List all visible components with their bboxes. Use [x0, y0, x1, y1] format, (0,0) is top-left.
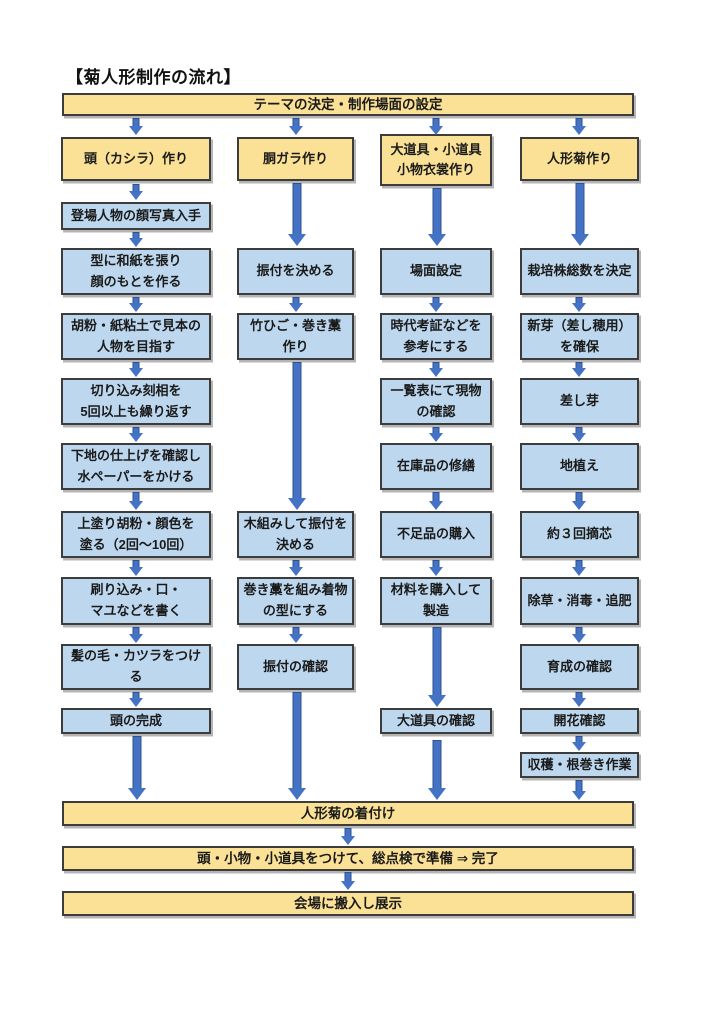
flow-step: 上塗り胡粉・顔色を 塗る（2回～10回）: [61, 511, 211, 558]
arrow-down-icon: [287, 183, 306, 246]
arrow-down-icon: [127, 736, 146, 800]
flow-step: 場面設定: [380, 248, 492, 295]
arrow-down-icon: [428, 560, 443, 576]
flow-step: 刷り込み・口・ マユなどを書く: [61, 577, 211, 625]
flow-step: 差し芽: [520, 378, 639, 425]
arrow-down-icon: [428, 427, 443, 442]
arrow-down-icon: [571, 736, 586, 751]
flow-step: 一覧表にて現物 の確認: [380, 378, 492, 425]
arrow-down-icon: [340, 828, 355, 845]
column-header-head-making: 頭（カシラ）作り: [61, 137, 211, 181]
arrow-down-icon: [128, 492, 143, 510]
arrow-down-icon: [571, 492, 586, 510]
arrow-down-icon: [570, 183, 589, 246]
arrow-down-icon: [128, 184, 143, 200]
flow-step: 開花確認: [520, 708, 639, 734]
flow-step: 振付の確認: [237, 644, 354, 690]
arrow-down-icon: [128, 627, 143, 643]
arrow-down-icon: [128, 297, 143, 312]
arrow-down-icon: [288, 560, 303, 576]
flow-step: 巻き藁を組み着物 の型にする: [237, 577, 354, 625]
arrow-down-icon: [288, 627, 303, 643]
flow-step: 登場人物の顔写真入手: [61, 202, 211, 230]
arrow-down-icon: [571, 427, 586, 442]
arrow-down-icon: [428, 297, 443, 312]
flow-step: 切り込み刻相を 5回以上も繰り返す: [61, 378, 211, 425]
flow-step: 新芽（差し穂用） を確保: [520, 313, 639, 360]
flow-step: 時代考証などを 参考にする: [380, 313, 492, 360]
arrow-down-icon: [287, 692, 306, 800]
arrow-down-icon: [571, 560, 586, 576]
page-title: 【菊人形制作の流れ】: [66, 68, 241, 87]
banner-doll-dressing: 人形菊の着付け: [62, 801, 634, 826]
arrow-down-icon: [571, 118, 586, 135]
flow-step: 地植え: [520, 443, 639, 490]
flow-step: 胡粉・紙粘土で見本の 人物を目指す: [61, 313, 211, 360]
flow-step: 頭の完成: [61, 708, 211, 734]
arrow-down-icon: [571, 692, 586, 707]
arrow-down-icon: [571, 780, 586, 800]
arrow-down-icon: [571, 297, 586, 312]
column-header-props-costume: 大道具・小道具 小物衣裳作り: [380, 134, 492, 186]
arrow-down-icon: [571, 362, 586, 377]
arrow-down-icon: [428, 492, 443, 510]
flow-step: 栽培株総数を決定: [520, 248, 639, 295]
arrow-down-icon: [427, 740, 446, 800]
flow-step: 約３回摘芯: [520, 511, 639, 558]
arrow-down-icon: [427, 188, 446, 246]
flow-step: 育成の確認: [520, 644, 639, 690]
column-header-doll-mum: 人形菊作り: [520, 137, 639, 181]
arrow-down-icon: [288, 118, 303, 135]
flow-step: 竹ひご・巻き藁 作り: [237, 313, 354, 360]
flow-step: 振付を決める: [237, 248, 354, 295]
arrow-down-icon: [428, 118, 443, 135]
arrow-down-icon: [128, 232, 143, 247]
top-banner: テーマの決定・制作場面の設定: [62, 93, 634, 116]
flow-step: 不足品の購入: [380, 511, 492, 558]
flow-step: 在庫品の修繕: [380, 443, 492, 490]
flow-step: 木組みして振付を 決める: [237, 511, 354, 558]
arrow-down-icon: [128, 427, 143, 442]
flow-step: 収穫・根巻き作業: [520, 752, 639, 778]
arrow-down-icon: [427, 627, 446, 707]
column-header-body-frame: 胴ガラ作り: [237, 137, 354, 181]
flow-step: 大道具の確認: [380, 708, 492, 734]
banner-final-check: 頭・小物・小道具をつけて、総点検で準備 ⇒ 完了: [62, 846, 634, 871]
arrow-down-icon: [340, 872, 355, 890]
flow-step: 髪の毛・カツラをつけ る: [61, 644, 211, 690]
flow-step: 下地の仕上げを確認し 水ペーパーをかける: [61, 443, 211, 490]
flow-step: 材料を購入して 製造: [380, 577, 492, 625]
flow-step: 型に和紙を張り 顔のもとを作る: [61, 248, 211, 295]
arrow-down-icon: [128, 118, 143, 135]
arrow-down-icon: [128, 560, 143, 576]
arrow-down-icon: [428, 362, 443, 377]
flow-step: 除草・消毒・追肥: [520, 577, 639, 625]
arrow-down-icon: [287, 362, 306, 510]
arrow-down-icon: [571, 627, 586, 643]
arrow-down-icon: [288, 297, 303, 312]
arrow-down-icon: [128, 692, 143, 707]
arrow-down-icon: [128, 362, 143, 377]
banner-exhibit: 会場に搬入し展示: [62, 891, 634, 916]
